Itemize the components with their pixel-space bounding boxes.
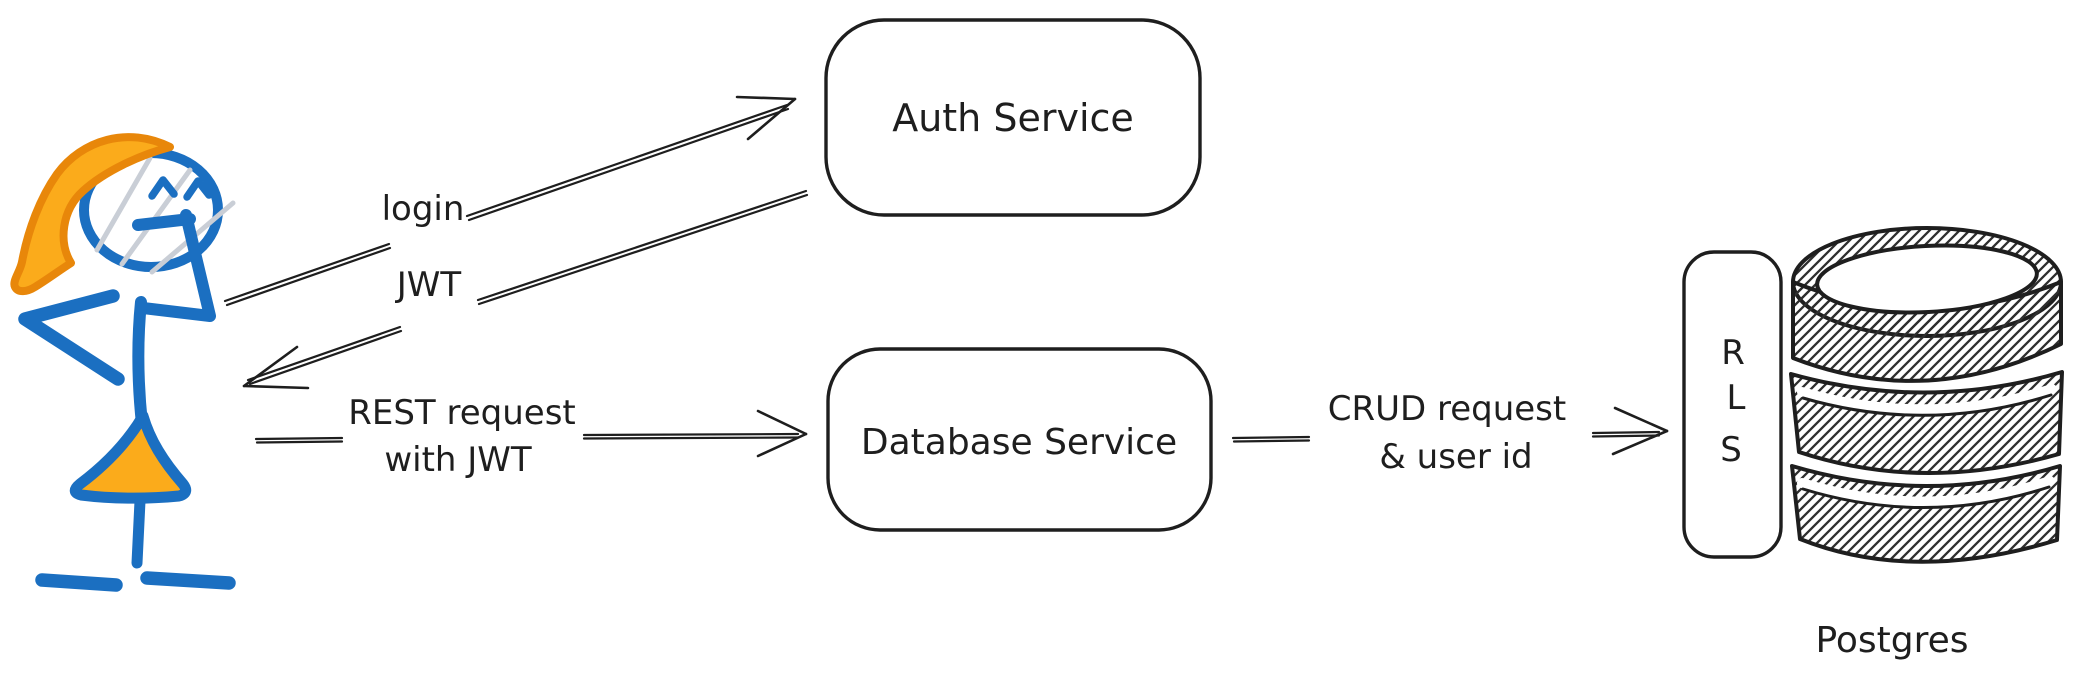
user-body (132, 296, 148, 430)
rest-arrow: REST request with JWT (254, 393, 808, 480)
crud-arrowhead (1611, 406, 1669, 456)
crud-arrow-label-line2: & user id (1379, 437, 1532, 477)
user-figure (10, 133, 236, 592)
rest-arrowhead (756, 409, 808, 458)
login-arrowhead (735, 95, 797, 141)
auth-service-node: Auth Service (824, 18, 1202, 217)
rls-node: R L S (1682, 250, 1783, 559)
user-feet (35, 571, 236, 592)
database-service-node: Database Service (826, 347, 1213, 532)
jwt-arrow-label: JWT (395, 265, 462, 305)
database-service-label: Database Service (861, 422, 1177, 463)
rls-letter-l: L (1727, 378, 1746, 418)
rls-letter-s: S (1720, 430, 1742, 470)
login-arrow-label: login (382, 189, 465, 229)
jwt-arrow: JWT (242, 189, 809, 390)
user-akimbo-arm (18, 289, 125, 386)
cylinder-top-opening (1815, 243, 2039, 315)
user-hair (10, 133, 174, 296)
auth-service-label: Auth Service (892, 96, 1134, 140)
user-eyes (148, 176, 213, 201)
rls-letter-r: R (1721, 333, 1745, 373)
postgres-label: Postgres (1815, 620, 1968, 661)
user-leg (131, 495, 146, 569)
rest-arrow-label-line2: with JWT (384, 440, 532, 480)
user-skirt (69, 410, 192, 504)
crud-arrow: CRUD request & user id (1231, 389, 1669, 477)
jwt-arrowhead (242, 345, 310, 390)
user-thinking-arm (132, 209, 216, 322)
crud-arrow-label-line1: CRUD request (1328, 389, 1566, 429)
login-arrow: login (223, 95, 797, 307)
rest-arrow-label-line1: REST request (348, 393, 576, 433)
postgres-database-icon: Postgres (1789, 226, 2064, 661)
